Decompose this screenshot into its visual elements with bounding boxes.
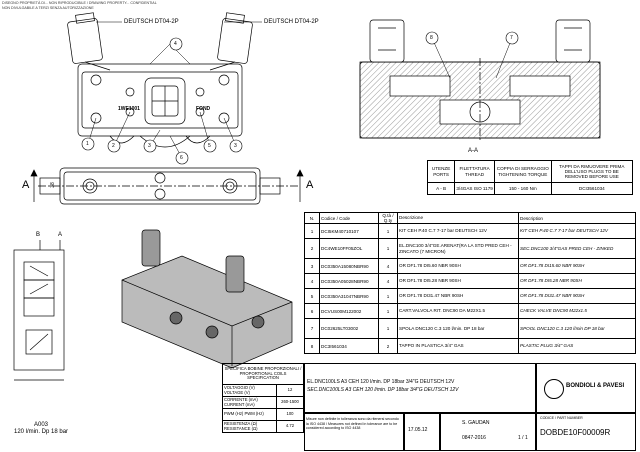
isometric-view (121, 229, 293, 369)
thread-spec-table: UTENZE PORTS FILETTATURA THREAD COPPIA D… (426, 160, 634, 195)
callout-7: 7 (510, 35, 513, 41)
part-code: DOBDE10F00009R (540, 428, 611, 437)
schema-code: A003 (34, 422, 49, 428)
section-a-right: A (306, 179, 314, 191)
parts-list-table: N. Codice / Code Q.tà / Q.ty Descrizione… (304, 212, 636, 354)
callout-1: 1 (86, 141, 89, 147)
top-view (67, 12, 253, 148)
section-a-left: A (22, 179, 30, 191)
description-en: SEC.DNC100LS A3 CEH 120 l/min. DP 18bar … (307, 387, 459, 393)
drawing-ref: 0847-2016 (462, 435, 486, 441)
schema-flow: 120 l/min. Dp 18 bar (14, 429, 69, 435)
confidentiality-notice: DISEGNO PROPRIETÀ DI... NON RIPRODUCIBIL… (2, 1, 157, 10)
scale: 1 / 1 (518, 435, 528, 441)
code-label: CODICE / PART NUMBER (540, 416, 583, 420)
callout-3b: 3 (234, 143, 237, 149)
hydraulic-schematic (13, 240, 65, 381)
connector-label-left: DEUTSCH DT04-2P (124, 19, 179, 25)
coil-spec-table: SPECIFICA BOBINE PROPORZIONALI / PROPORT… (222, 363, 304, 433)
schema-port-a: A (58, 232, 63, 238)
description-it: EL.DNC100LS A3 CEH 120 l/min. DP 18bar 3… (307, 379, 455, 385)
title-block: EL.DNC100LS A3 CEH 120 l/min. DP 18bar 3… (304, 363, 636, 451)
drawn-by: S. GAUDAN (462, 420, 490, 426)
valve-label-left: 1WE1001 (118, 106, 140, 112)
tolerance-note: Misure non definite in tolleranza sono d… (306, 417, 399, 431)
callout-3: 3 (148, 143, 151, 149)
callout-8: 8 (430, 35, 433, 41)
connector-label-right: DEUTSCH DT04-2P (264, 19, 319, 25)
table-header: N. Codice / Code Q.tà / Q.ty Descrizione… (304, 212, 636, 224)
callout-4: 4 (174, 41, 177, 47)
company-logo-icon (544, 379, 564, 399)
dimension-width: 38 (49, 182, 56, 188)
callout-5: 5 (208, 143, 211, 149)
company-name: BONDIOLI & PAVESI (566, 383, 625, 389)
section-view (359, 19, 601, 142)
callout-6: 6 (180, 155, 183, 161)
side-view (30, 167, 304, 205)
valve-label-right: FOND (196, 106, 211, 112)
date: 17.05.12 (408, 427, 428, 433)
callout-2: 2 (112, 143, 115, 149)
section-title: A-A (468, 148, 479, 154)
schema-port-b: B (36, 232, 41, 238)
